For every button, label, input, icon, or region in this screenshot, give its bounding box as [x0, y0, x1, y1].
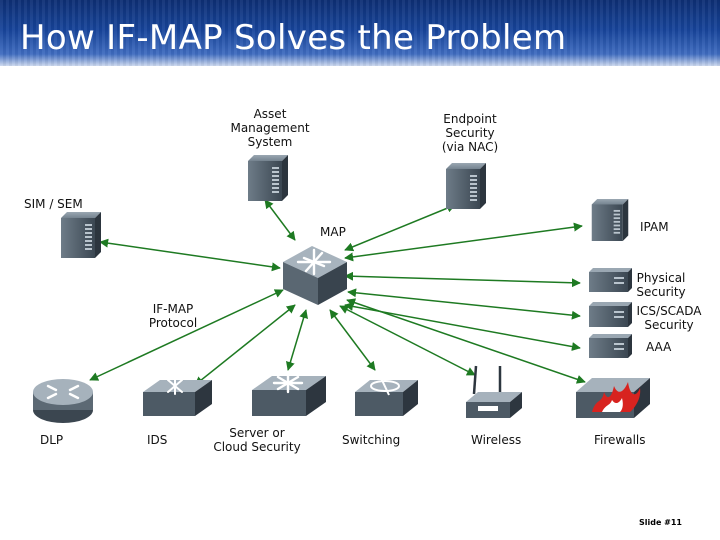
- label-dlp: DLP: [40, 433, 64, 447]
- map-switch-icon: [283, 246, 347, 305]
- label-switching: Switching: [342, 433, 401, 447]
- label-map: MAP: [320, 225, 346, 239]
- label-ifmap-protocol: IF-MAP Protocol: [148, 302, 198, 330]
- label-asset-management: Asset Management System: [230, 107, 310, 149]
- slide-number: Slide #11: [638, 518, 682, 527]
- label-wireless: Wireless: [471, 433, 522, 447]
- connection-arrows: [89, 199, 586, 386]
- arrow-cloud: [286, 309, 308, 371]
- slide-title: How IF-MAP Solves the Problem: [20, 18, 567, 58]
- physical-server-icon: [589, 268, 632, 292]
- cloud-switch-icon: [252, 372, 326, 416]
- label-endpoint-security: Endpoint Security (via NAC): [441, 112, 499, 154]
- ipam-server-icon: [591, 199, 629, 241]
- label-server-cloud-security: Server or Cloud Security: [213, 426, 301, 454]
- arrow-firewalls: [346, 298, 586, 384]
- label-aaa: AAA: [646, 340, 672, 354]
- arrow-ipam: [344, 222, 583, 262]
- arrow-sim: [99, 238, 281, 272]
- sim-server-icon: [61, 212, 101, 258]
- arrow-physical: [344, 271, 581, 288]
- endpoint-server-icon: [446, 163, 486, 209]
- label-ids: IDS: [147, 433, 168, 447]
- label-sim-sem: SIM / SEM: [24, 197, 83, 211]
- dlp-router-icon: [33, 379, 93, 423]
- arrow-asset: [264, 199, 296, 241]
- title-bar: [0, 0, 720, 66]
- switching-icon: [355, 377, 418, 416]
- arrow-switching: [329, 309, 376, 371]
- label-ics-scada: ICS/SCADA Security: [636, 304, 702, 332]
- wireless-ap-icon: [466, 365, 522, 418]
- ics-server-icon: [589, 302, 632, 327]
- firewall-icon: [576, 378, 650, 418]
- aaa-server-icon: [589, 334, 632, 358]
- label-ipam: IPAM: [640, 220, 669, 234]
- asset-server-icon: [248, 155, 288, 201]
- label-firewalls: Firewalls: [594, 433, 646, 447]
- arrow-endpoint: [344, 203, 456, 252]
- label-physical-security: Physical Security: [636, 271, 686, 299]
- arrow-ids: [194, 304, 296, 386]
- ids-appliance-icon: [143, 377, 212, 416]
